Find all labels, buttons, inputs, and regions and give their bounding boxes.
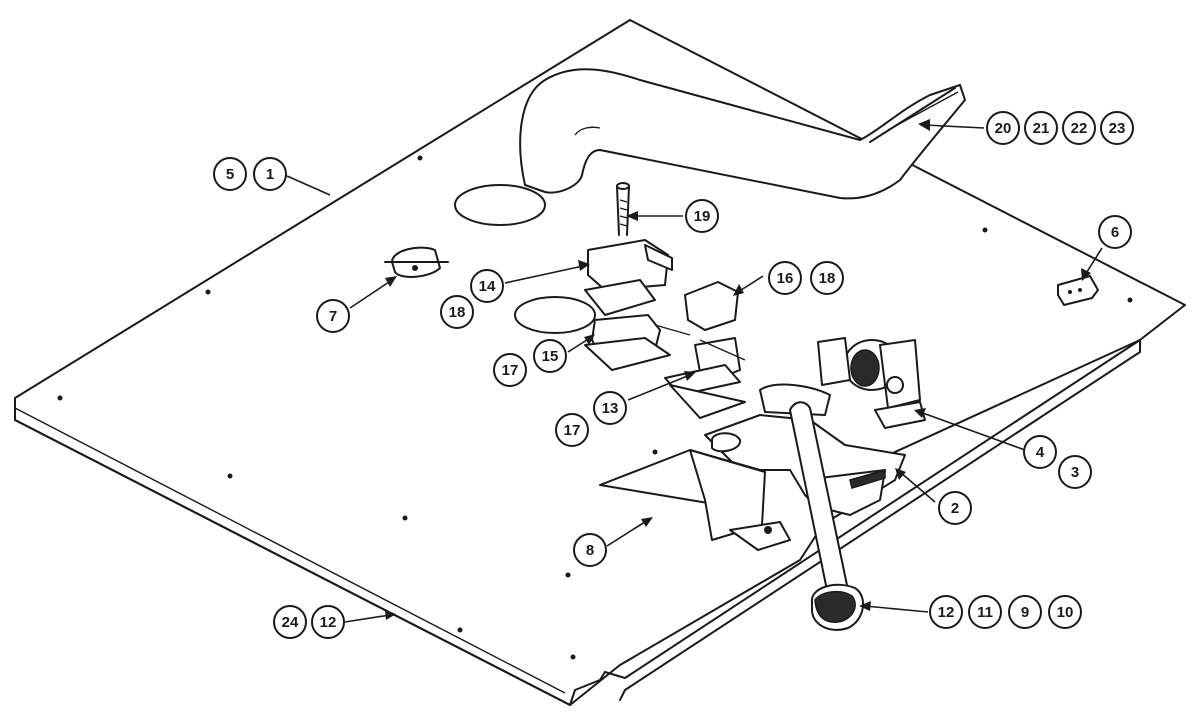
mount-hole	[982, 227, 988, 233]
callout-19: 19	[685, 199, 719, 233]
mount-hole	[570, 654, 576, 660]
svg-text:15: 15	[542, 348, 559, 365]
mount-hole	[457, 627, 463, 633]
mount-hole	[565, 572, 571, 578]
svg-text:3: 3	[1071, 464, 1079, 481]
latch-assembly	[599, 383, 906, 631]
callout-16: 16	[768, 261, 802, 295]
mount-hole	[205, 289, 211, 295]
svg-text:17: 17	[564, 422, 581, 439]
svg-text:10: 10	[1057, 604, 1074, 621]
callout-24: 24	[273, 605, 307, 639]
svg-text:20: 20	[995, 120, 1012, 137]
mount-hole	[652, 449, 658, 455]
svg-text:5: 5	[226, 166, 234, 183]
callout-4: 4	[1023, 435, 1057, 469]
callout-2: 2	[938, 491, 972, 525]
terminal-block	[1057, 275, 1099, 306]
svg-text:12: 12	[320, 614, 337, 631]
callout-21: 21	[1024, 111, 1058, 145]
mount-hole	[1127, 297, 1133, 303]
svg-text:18: 18	[819, 270, 836, 287]
callout-10: 10	[1048, 595, 1082, 629]
mount-hole	[227, 473, 233, 479]
callout-1: 1	[253, 157, 287, 191]
svg-text:8: 8	[586, 542, 594, 559]
svg-text:14: 14	[479, 278, 496, 295]
thermostat-switch	[384, 246, 449, 278]
callout-3: 3	[1058, 455, 1092, 489]
svg-text:4: 4	[1036, 444, 1045, 461]
callout-14: 14	[470, 269, 504, 303]
svg-text:21: 21	[1033, 120, 1050, 137]
svg-text:2: 2	[951, 500, 959, 517]
svg-text:19: 19	[694, 208, 711, 225]
panel-cutout	[454, 184, 546, 226]
screw	[616, 182, 630, 236]
callout-18: 18	[440, 295, 474, 329]
svg-text:9: 9	[1021, 604, 1029, 621]
svg-text:16: 16	[777, 270, 794, 287]
mount-hole	[402, 515, 408, 521]
svg-text:12: 12	[938, 604, 955, 621]
callout-18: 18	[810, 261, 844, 295]
callout-23: 23	[1100, 111, 1134, 145]
callout-20: 20	[986, 111, 1020, 145]
svg-text:23: 23	[1109, 120, 1126, 137]
callout-8: 8	[573, 533, 607, 567]
callout-11: 11	[968, 595, 1002, 629]
panel-cutout	[514, 296, 596, 334]
mount-hole	[57, 395, 63, 401]
svg-text:7: 7	[329, 308, 337, 325]
svg-text:22: 22	[1071, 120, 1088, 137]
svg-text:18: 18	[449, 304, 466, 321]
leader-lines	[286, 119, 1103, 623]
callout-13: 13	[593, 391, 627, 425]
switch-assembly	[584, 239, 746, 419]
svg-text:13: 13	[602, 400, 619, 417]
mount-hole	[417, 155, 423, 161]
callout-7: 7	[316, 299, 350, 333]
motor-assembly	[817, 337, 926, 429]
callout-17: 17	[493, 353, 527, 387]
callout-22: 22	[1062, 111, 1096, 145]
svg-text:17: 17	[502, 362, 519, 379]
callout-17: 17	[555, 413, 589, 447]
callout-6: 6	[1098, 215, 1132, 249]
svg-text:11: 11	[977, 604, 993, 621]
callout-5: 5	[213, 157, 247, 191]
svg-text:24: 24	[282, 614, 299, 631]
callout-12: 12	[929, 595, 963, 629]
callout-9: 9	[1008, 595, 1042, 629]
vent-duct	[519, 68, 966, 200]
svg-text:1: 1	[266, 166, 274, 183]
callout-15: 15	[533, 339, 567, 373]
callout-12: 12	[311, 605, 345, 639]
svg-text:6: 6	[1111, 224, 1119, 241]
